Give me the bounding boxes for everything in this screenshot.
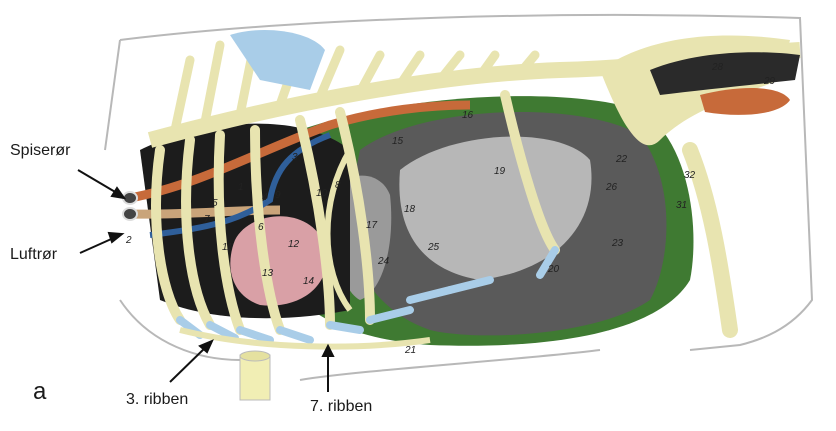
organ-number-5: 5 xyxy=(212,198,218,209)
rib-3-label: 3. ribben xyxy=(126,391,188,409)
organ-number-14: 14 xyxy=(303,276,315,287)
organ-number-18: 18 xyxy=(404,204,416,215)
esophagus-label: Spiserør xyxy=(10,142,70,160)
organ-number-15: 15 xyxy=(392,136,404,147)
organ-number-22: 22 xyxy=(615,154,628,165)
organ-number-20: 20 xyxy=(547,264,560,275)
organ-number-21: 21 xyxy=(404,345,416,356)
tube-ends xyxy=(123,192,137,220)
organ-number-31: 31 xyxy=(676,200,687,211)
organ-number-28: 28 xyxy=(711,62,724,73)
organ-number-9: 9 xyxy=(275,190,281,201)
organ-number-25: 25 xyxy=(427,242,440,253)
femur xyxy=(690,150,730,330)
organ-number-19: 19 xyxy=(494,166,506,177)
organ-number-23: 23 xyxy=(611,238,624,249)
organ-number-11: 11 xyxy=(222,242,232,253)
organ-number-10: 10 xyxy=(316,188,328,199)
organ-number-3: 3 xyxy=(292,152,298,163)
trachea-label: Luftrør xyxy=(10,246,57,264)
organ-number-32: 32 xyxy=(684,170,696,181)
organ-number-1: 1 xyxy=(238,182,244,193)
organ-number-24: 24 xyxy=(377,256,390,267)
panel-letter: a xyxy=(33,378,46,406)
rib-7-label: 7. ribben xyxy=(310,398,372,416)
organ-number-6: 6 xyxy=(258,222,264,233)
organ-number-2: 2 xyxy=(125,235,132,246)
organ-number-4: 4 xyxy=(262,192,268,203)
pedestal-icon xyxy=(240,351,270,400)
organ-number-13: 13 xyxy=(262,268,274,279)
bladder xyxy=(700,88,790,115)
organ-number-8: 8 xyxy=(335,180,341,191)
organ-number-29: 29 xyxy=(763,76,776,87)
organ-number-12: 12 xyxy=(288,239,300,250)
organ-number-16: 16 xyxy=(462,110,474,121)
organ-number-17: 17 xyxy=(366,220,378,231)
organ-number-26: 26 xyxy=(605,182,618,193)
organ-number-7: 7 xyxy=(204,214,210,225)
